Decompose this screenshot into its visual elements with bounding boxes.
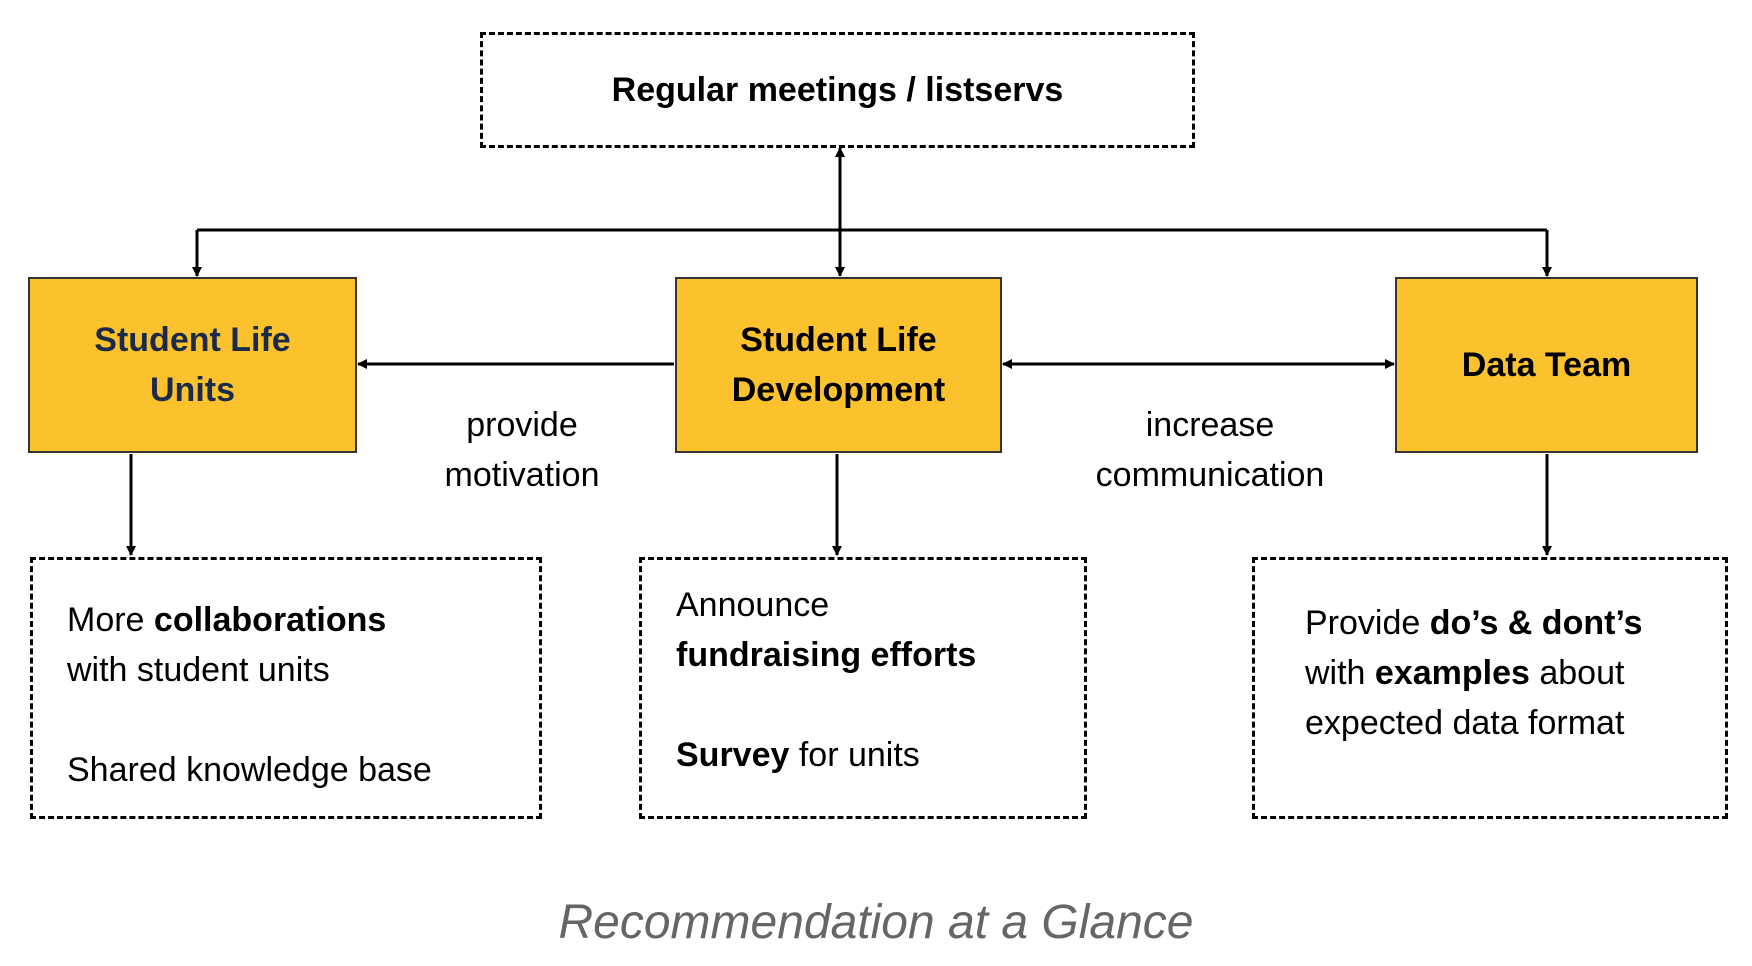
note-development-line1: Announce: [676, 586, 830, 624]
meetings-box: Regular meetings / listservs: [480, 32, 1195, 148]
note-data-team-line2-bold: examples: [1374, 654, 1530, 692]
edge-label-increase: increase: [1145, 406, 1275, 444]
note-development-line3: Survey for units: [676, 730, 1084, 780]
note-development-line3-text: for units: [789, 736, 920, 774]
note-units-line1: More collaborations: [67, 595, 539, 645]
note-student-life-units: More collaborations with student units S…: [30, 557, 542, 819]
node-development-line1: Student Life: [740, 321, 937, 359]
note-data-team-line2-post: about: [1529, 654, 1625, 692]
node-units-line2: Units: [150, 371, 235, 409]
edge-label-motivation: motivation: [444, 456, 600, 494]
note-student-life-development: Announce fundraising efforts Survey for …: [639, 557, 1087, 819]
edge-label-provide: provide: [466, 406, 578, 444]
meetings-label: Regular meetings / listservs: [611, 70, 1064, 109]
diagram-caption: Recommendation at a Glance: [558, 896, 1194, 949]
edge-label-increase-communication: increase communication: [1050, 400, 1370, 500]
note-development-line2-bold: fundraising efforts: [676, 636, 977, 674]
note-data-team: Provide do’s & dont’s with examples abou…: [1252, 557, 1728, 819]
note-units-line1-bold: collaborations: [153, 601, 387, 639]
note-data-team-line3: expected data format: [1305, 704, 1625, 742]
note-data-team-line1: Provide do’s & dont’s: [1305, 598, 1725, 648]
note-units-line2: with student units: [67, 651, 330, 689]
node-data-team-label: Data Team: [1461, 346, 1632, 384]
edge-label-communication: communication: [1095, 456, 1325, 494]
note-data-team-line2: with examples about: [1305, 648, 1725, 698]
note-units-gap: [67, 695, 539, 745]
node-data-team: Data Team: [1395, 277, 1698, 453]
node-development-line2: Development: [731, 371, 946, 409]
note-development-gap: [676, 680, 1084, 730]
note-development-line2: fundraising efforts: [676, 630, 1084, 680]
node-student-life-development: Student Life Development: [675, 277, 1002, 453]
note-data-team-line2-text: with: [1305, 654, 1375, 692]
note-data-team-line1-text: Provide: [1305, 604, 1430, 642]
note-units-line1-text: More: [67, 601, 154, 639]
node-student-life-units: Student Life Units: [28, 277, 357, 453]
note-data-team-line1-bold: do’s & dont’s: [1429, 604, 1643, 642]
edge-label-provide-motivation: provide motivation: [392, 400, 652, 500]
note-development-line3-bold: Survey: [676, 736, 790, 774]
node-units-line1: Student Life: [94, 321, 291, 359]
note-units-line3: Shared knowledge base: [67, 751, 432, 789]
